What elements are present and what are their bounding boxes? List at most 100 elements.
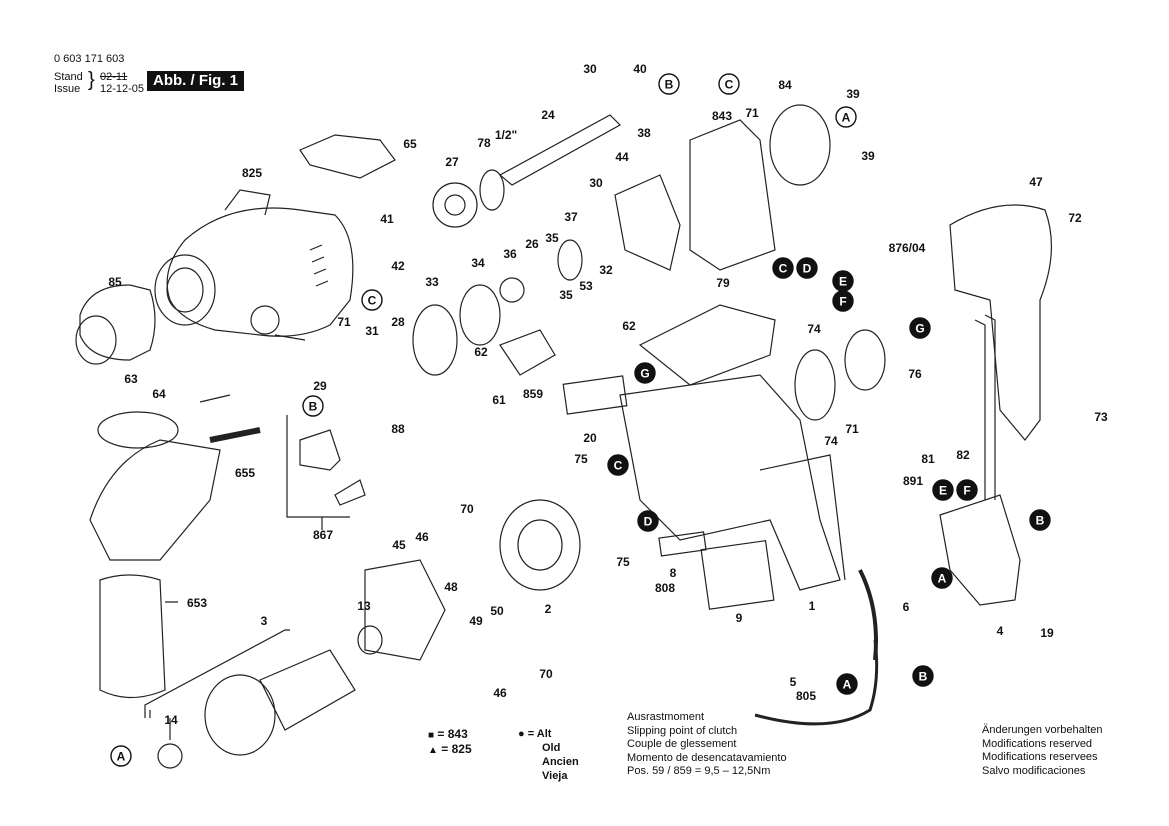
part-label-72: 14 (164, 713, 178, 727)
legend-dot-block: ● = Alt Old Ancien Vieja (518, 727, 579, 783)
callout-B-15: B (1029, 509, 1051, 531)
gear-33 (412, 304, 458, 376)
square-symbol: ■ (428, 730, 435, 741)
svg-text:E: E (939, 484, 947, 498)
clutch-note-fr: Couple de glessement (627, 738, 737, 750)
part-label-55: 46 (415, 530, 429, 544)
part-label-26: 39 (846, 87, 860, 101)
part-label-61: 8 (670, 566, 677, 580)
bracket-867 (286, 415, 350, 530)
part-label-21: 44 (615, 150, 629, 164)
armature-3 (259, 649, 356, 731)
part-label-3: 24 (541, 108, 555, 122)
callout-D-12: D (637, 510, 659, 532)
part-label-19: 35 (545, 231, 559, 245)
part-label-43: 71 (845, 422, 859, 436)
part-label-56: 45 (392, 538, 406, 552)
svg-text:B: B (665, 78, 674, 92)
part-label-75: 653 (187, 596, 207, 610)
modifications-es: Salvo modificaciones (982, 764, 1086, 777)
decal-20 (562, 375, 628, 415)
part-label-67: 4 (997, 624, 1004, 638)
handle-47 (949, 204, 1052, 441)
callout-B-4: B (302, 395, 324, 417)
bearing-27 (432, 182, 478, 228)
svg-text:B: B (309, 400, 318, 414)
square-value: = 843 (437, 727, 468, 741)
part-label-34: 35 (559, 288, 573, 302)
part-label-12: 71 (337, 315, 351, 329)
part-label-73: 46 (493, 686, 507, 700)
callout-A-0: A (835, 106, 857, 128)
chuck-outline (79, 284, 156, 361)
callout-C-7: C (772, 257, 794, 279)
triangle-value: = 825 (441, 742, 472, 756)
part-label-16: 34 (471, 256, 485, 270)
part-label-41: 74 (824, 434, 838, 448)
part-label-5: 78 (477, 136, 491, 150)
plate-44 (614, 174, 681, 271)
callout-D-6: D (796, 257, 818, 279)
svg-text:C: C (779, 262, 788, 276)
plate-45 (364, 559, 446, 661)
cable-805 (754, 639, 879, 726)
part-label-62: 808 (655, 581, 675, 595)
svg-text:B: B (919, 670, 928, 684)
part-label-10: 42 (391, 259, 405, 273)
part-label-25: 84 (778, 78, 792, 92)
modifications-de: Änderungen vorbehalten (982, 724, 1103, 736)
part-label-7: 65 (403, 137, 417, 151)
dot-alt: = Alt (527, 728, 552, 740)
callout-F-9: F (832, 290, 854, 312)
callout-C-5: C (607, 454, 629, 476)
dot-symbol: ● (518, 728, 525, 740)
cover-79 (638, 304, 776, 386)
part-label-76: 5 (790, 675, 797, 689)
part-label-0: 30 (583, 62, 597, 76)
aux-handle-653 (99, 574, 166, 699)
part-label-32: 53 (579, 279, 593, 293)
part-label-17: 36 (503, 247, 517, 261)
modifications-fr: Modifications reservees (982, 751, 1098, 763)
part-label-29: 72 (1068, 211, 1082, 225)
svg-text:D: D (803, 262, 812, 276)
part-label-54: 70 (460, 502, 474, 516)
decal-8 (658, 531, 707, 557)
callout-C-3: C (361, 289, 383, 311)
part-label-63: 9 (736, 611, 743, 625)
part-label-77: 805 (796, 689, 816, 703)
svg-text:G: G (915, 322, 924, 336)
part-label-74: 70 (539, 667, 553, 681)
stand-label: Stand (54, 71, 83, 83)
part-label-24: 71 (745, 106, 759, 120)
svg-text:F: F (963, 484, 970, 498)
svg-text:C: C (725, 78, 734, 92)
part-label-40: 74 (807, 322, 821, 336)
part-label-27: 39 (861, 149, 875, 163)
svg-text:A: A (842, 111, 851, 125)
modifications-en: Modifications reserved (982, 737, 1093, 750)
part-label-59: 50 (490, 604, 504, 618)
clutch-note-en: Slipping point of clutch (627, 724, 738, 737)
part-label-14: 28 (391, 315, 405, 329)
callout-G-10: G (909, 317, 931, 339)
legend-square-row: ■ = 843 (428, 727, 468, 741)
svg-text:A: A (117, 750, 126, 764)
part-label-49: 64 (152, 387, 166, 401)
callout-E-8: E (832, 270, 854, 292)
callout-C-2: C (718, 73, 740, 95)
clutch-note: Ausrastmoment Slipping point of clutch C… (627, 711, 787, 779)
callout-A-16: A (931, 567, 953, 589)
part-label-50: 655 (235, 466, 255, 480)
part-label-66: 6 (903, 600, 910, 614)
part-label-9: 41 (380, 212, 394, 226)
stator-2 (499, 499, 581, 591)
part-label-58: 49 (469, 614, 483, 628)
part-label-37: 61 (492, 393, 506, 407)
dot-ancien: Ancien (542, 756, 579, 768)
gear-34 (459, 284, 501, 346)
leader-3 (144, 629, 290, 718)
svg-text:A: A (938, 572, 947, 586)
part-label-35: 62 (622, 319, 636, 333)
